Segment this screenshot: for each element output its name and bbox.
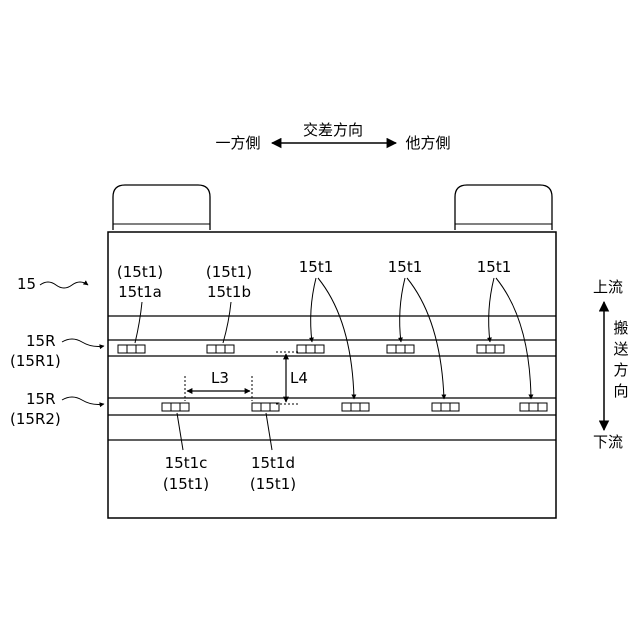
row2-label: 15R xyxy=(26,390,56,408)
head-c-label: 15t1c xyxy=(165,454,208,472)
cross-direction-right-label: 他方側 xyxy=(405,134,450,152)
head-group3-label: 15t1 xyxy=(477,258,512,276)
head-row1-5 xyxy=(477,345,504,353)
unit-label: 15 xyxy=(17,275,36,293)
head-a-label: 15t1a xyxy=(118,283,162,301)
head-d-label: 15t1d xyxy=(251,454,295,472)
head-c-paren-label: (15t1) xyxy=(163,475,209,493)
transport-label-char-4: 向 xyxy=(613,382,628,400)
head-d-paren-label: (15t1) xyxy=(250,475,296,493)
l3-label: L3 xyxy=(211,369,229,387)
row1-sublabel: (15R1) xyxy=(10,352,61,370)
transport-downstream-label: 下流 xyxy=(593,433,623,451)
row2-leader xyxy=(62,397,104,405)
head-row1-1 xyxy=(118,345,145,353)
transport-label-char-2: 送 xyxy=(613,340,628,358)
row1-leader xyxy=(62,339,104,347)
transport-label-char-1: 搬 xyxy=(613,319,628,337)
cross-direction-title: 交差方向 xyxy=(303,121,363,139)
head-row2-4 xyxy=(432,403,459,411)
head-row2-5 xyxy=(520,403,547,411)
head-group1-label: 15t1 xyxy=(299,258,334,276)
head-a-paren-label: (15t1) xyxy=(117,263,163,281)
transport-label-char-3: 方 xyxy=(613,361,628,379)
head-row1-3 xyxy=(297,345,324,353)
head-row1-4 xyxy=(387,345,414,353)
head-row1-2 xyxy=(207,345,234,353)
head-row2-1 xyxy=(162,403,189,411)
head-b-paren-label: (15t1) xyxy=(206,263,252,281)
transport-upstream-label: 上流 xyxy=(593,278,623,296)
head-b-label: 15t1b xyxy=(207,283,251,301)
unit-leader xyxy=(40,282,88,288)
head-row2-3 xyxy=(342,403,369,411)
cross-direction-left-label: 一方側 xyxy=(215,134,260,152)
row1-label: 15R xyxy=(26,332,56,350)
right-roller xyxy=(455,185,552,230)
left-roller xyxy=(113,185,210,230)
l4-label: L4 xyxy=(290,369,308,387)
head-group2-label: 15t1 xyxy=(388,258,423,276)
row2-sublabel: (15R2) xyxy=(10,410,61,428)
head-row2-2 xyxy=(252,403,279,411)
